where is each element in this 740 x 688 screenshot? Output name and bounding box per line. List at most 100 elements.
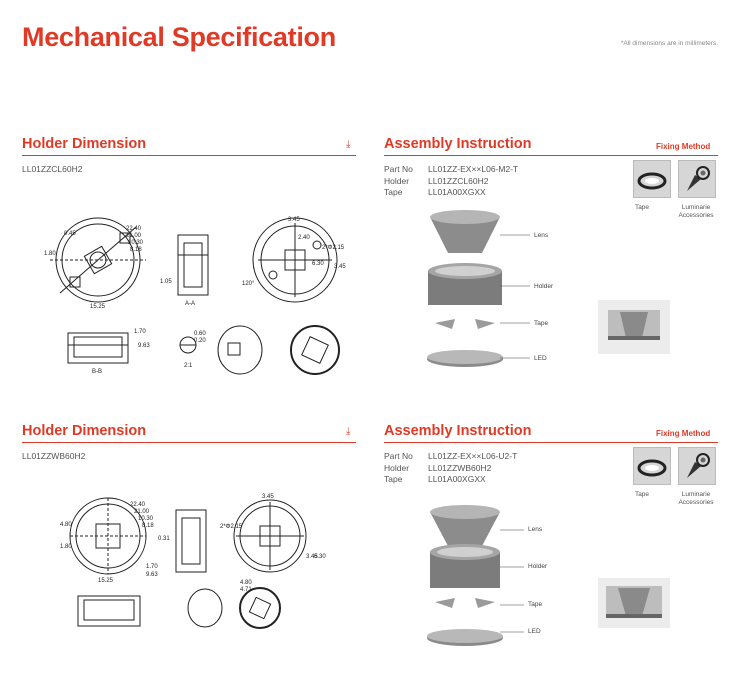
component-label-holder: Holder [534,283,554,290]
tape-caption: Tape [634,491,650,498]
spec-key: Part No [384,164,413,174]
accessories-image [678,447,716,485]
dim-label: 2:1 [184,363,193,369]
fixing-method-label: Fixing Method [656,429,711,438]
dim-label: 3.45 [334,264,346,270]
assembly-leader-lines [500,234,530,359]
holder-model: LL01ZZCL60H2 [22,164,83,174]
spec-value: LL01ZZ-EX××L06-U2-T [428,451,518,461]
dim-label: B-B [92,369,102,375]
component-label-led: LED [528,628,541,635]
holder-technical-drawing: 22.40 21.00 10.30 8.18 4.80 1.80 15.25 9… [60,494,326,629]
fixing-method-label: Fixing Method [656,142,711,151]
dim-label: 1.05 [160,279,172,285]
section-divider [22,155,356,156]
tape-image [633,160,671,198]
dim-label: 1.80 [60,544,72,550]
dim-label: 4.80 [60,522,72,528]
spec-key: Part No [384,451,413,461]
dim-label: 9.63 [138,343,150,349]
dim-label: 8.18 [142,523,154,529]
dim-label: 6.30 [314,554,326,560]
tape-icon [637,172,667,190]
spec-value: LL01ZZ-EX××L06-M2-T [428,164,519,174]
section-divider [384,442,718,443]
holder-technical-drawing: 22.40 21.00 10.30 8.18 0.45 1.80 15.25 1… [44,217,346,375]
spec-row: Holder LL01ZZWB60H2 [384,463,517,475]
tape-caption: Tape [634,204,650,211]
dim-label: 2*Φ2.15 [322,245,345,251]
tape-icon [637,459,667,477]
component-label-tape: Tape [528,601,543,608]
dim-label: 3.45 [262,494,274,500]
dim-label: 120° [242,281,255,287]
dimensions-note: *All dimensions are in millimeters. [620,40,718,47]
component-label-tape: Tape [534,320,549,327]
spec-key: Tape [384,474,403,484]
assembly-leader-lines [500,529,524,633]
section-divider [384,155,718,156]
assembly-exploded-view [427,505,503,646]
dim-label: 1.70 [146,564,158,570]
component-label-led: LED [534,355,547,362]
dim-label: 8.18 [130,247,142,253]
accessories-icon [687,166,710,191]
dim-label: 1.70 [134,329,146,335]
dim-label: 9.63 [146,572,158,578]
dim-label: 22.40 [126,226,142,232]
section-divider [22,442,356,443]
dim-label: 0.20 [194,338,206,344]
assembly-exploded-view [427,210,503,367]
dim-label: 21.00 [134,509,150,515]
tape-image [633,447,671,485]
spec-value: LL01ZZWB60H2 [428,462,492,473]
accessories-icon [687,453,710,478]
dim-label: 15.25 [98,578,114,584]
dim-label: 3.45 [288,217,300,223]
dim-label: 2.40 [298,235,310,241]
spec-value: LL01A00XGXX [428,187,486,197]
dim-label: 3.45 [306,554,318,560]
accessories-caption: Luminarie Accessories [678,204,714,219]
dim-label: 1.80 [44,251,56,257]
holder-dimension-title: Holder Dimension [22,423,147,439]
component-label-holder: Holder [528,563,548,570]
assembly-instruction-title: Assembly Instruction [384,423,532,439]
assembly-section-image [598,578,670,628]
spec-row: Part No LL01ZZ-EX××L06-M2-T [384,164,518,176]
spec-value: LL01A00XGXX [428,474,486,484]
page-title: Mechanical Specification [22,22,336,52]
dim-label: 21.00 [126,233,142,239]
spec-row: Tape LL01A00XGXX [384,474,517,486]
spec-list: Part No LL01ZZ-EX××L06-U2-T Holder LL01ZZW… [384,451,517,486]
accessories-caption: Luminarie Accessories [678,491,714,506]
dim-label: 10.30 [128,240,144,246]
component-label-lens: Lens [528,526,543,533]
spec-row: Tape LL01A00XGXX [384,187,518,199]
assembly-section-image [598,300,670,354]
spec-key: Holder [384,462,410,473]
spec-list: Part No LL01ZZ-EX××L06-M2-T Holder LL01ZZC… [384,164,518,199]
dim-label: 10.30 [138,516,154,522]
holder-model: LL01ZZWB60H2 [22,451,86,461]
dim-label: 0.60 [194,331,206,337]
dim-label: 0.45 [64,231,76,237]
dim-label: 4.80 [240,580,252,586]
dim-label: A-A [185,301,195,307]
dim-label: 6.30 [312,261,324,267]
download-icon[interactable]: ⤓ [346,426,351,437]
spec-key: Holder [384,175,410,186]
download-icon[interactable]: ⤓ [346,139,351,150]
spec-key: Tape [384,187,403,197]
dim-label: 15.25 [90,304,106,310]
dim-label: 22.40 [130,502,146,508]
component-label-lens: Lens [534,232,549,239]
accessories-image [678,160,716,198]
dim-label: 0.31 [158,536,170,542]
holder-dimension-title: Holder Dimension [22,136,147,152]
spec-value: LL01ZZCL60H2 [428,175,489,186]
spec-row: Part No LL01ZZ-EX××L06-U2-T [384,451,517,463]
assembly-instruction-title: Assembly Instruction [384,136,532,152]
dim-label: 2*Φ2.15 [220,524,243,530]
spec-row: Holder LL01ZZCL60H2 [384,176,518,188]
